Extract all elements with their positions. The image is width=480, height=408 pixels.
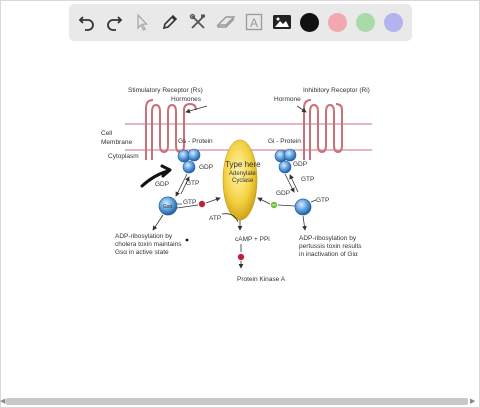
gs-alpha-gtp-label: GTP (183, 199, 196, 206)
gs-alpha-label: Gsα (163, 204, 172, 210)
pen-dot (185, 238, 189, 242)
drawing-toolbar: A (69, 4, 412, 41)
horizontal-scrollbar[interactable] (6, 398, 468, 405)
hormone-i-label: Hormone (274, 96, 301, 103)
inhibitory-receptor-label: Inhibitory Receptor (Ri) (303, 87, 370, 94)
gi-cycle-gdp-label: GDP (276, 190, 290, 197)
atp-label: ATP (209, 215, 221, 222)
type-here-textbox[interactable]: Type here (225, 160, 261, 169)
color-black-swatch[interactable] (300, 13, 319, 32)
gs-cycle-gdp-label: GDP (155, 181, 169, 188)
inhibitory-receptor (309, 103, 343, 160)
cholera-line-1: ADP-ribosylation by (115, 233, 173, 240)
gi-cycle-gtp-label: GTP (301, 176, 314, 183)
cholera-line-3: Gsα in active state (115, 249, 169, 256)
cell-label: Cell (101, 130, 113, 137)
gs-protein-label: Gs - Protein (178, 138, 213, 145)
stimulatory-receptor-label: Stimulatory Receptor (Rs) (128, 87, 203, 94)
scroll-left-arrow-icon[interactable]: ◀ (0, 398, 6, 405)
color-pink-swatch[interactable] (328, 13, 347, 32)
gs-gamma-subunit (187, 148, 201, 162)
pertussis-line-1: ADP-ribosylation by (299, 235, 357, 242)
scroll-right-arrow-icon[interactable]: ▶ (470, 398, 476, 405)
gs-gdp-label: GDP (199, 164, 213, 171)
gi-alpha-gtp (294, 198, 312, 216)
stimulation-plus-marker (198, 200, 206, 208)
svg-text:+: + (240, 255, 243, 260)
image-icon[interactable] (269, 9, 295, 35)
gi-gamma-subunit (283, 148, 297, 162)
adenylate-label: Adenylate (229, 171, 256, 177)
cholera-line-2: cholera toxin maintains (115, 241, 182, 248)
membrane-label: Membrane (101, 139, 132, 146)
pertussis-line-2: pertussis toxin results (299, 243, 362, 250)
protein-kinase-a-label: Protein Kinase A (237, 276, 286, 283)
color-lavender-swatch[interactable] (384, 13, 403, 32)
hormone-s-label: Hormones (171, 96, 202, 103)
select-cursor-icon[interactable] (129, 9, 155, 35)
gi-alpha-gtp-label: GTP (316, 197, 329, 204)
gi-gdp-label: GDP (293, 161, 307, 168)
pen-icon[interactable] (157, 9, 183, 35)
gi-alpha-subunit (278, 160, 292, 174)
cyclase-label: Cyclase (232, 178, 254, 184)
tools-icon[interactable] (185, 9, 211, 35)
gs-alpha-subunit (182, 160, 196, 174)
text-tool-icon[interactable]: A (241, 9, 267, 35)
camp-label: cAMP + PPi (235, 236, 270, 243)
color-green-swatch[interactable] (356, 13, 375, 32)
text-tool-glyph: A (250, 16, 258, 30)
eraser-icon[interactable] (213, 9, 239, 35)
undo-icon[interactable] (74, 9, 100, 35)
pka-plus-marker (237, 253, 245, 261)
cytoplasm-label: Cytoplasm (108, 153, 139, 160)
pertussis-line-3: in inactivation of Giα (299, 251, 358, 258)
gi-protein-label: Gi - Protein (268, 138, 301, 145)
gs-alpha-gtp (158, 196, 178, 216)
redo-icon[interactable] (101, 9, 127, 35)
gs-cycle-gtp-label: GTP (186, 180, 199, 187)
svg-text:+: + (201, 202, 204, 207)
